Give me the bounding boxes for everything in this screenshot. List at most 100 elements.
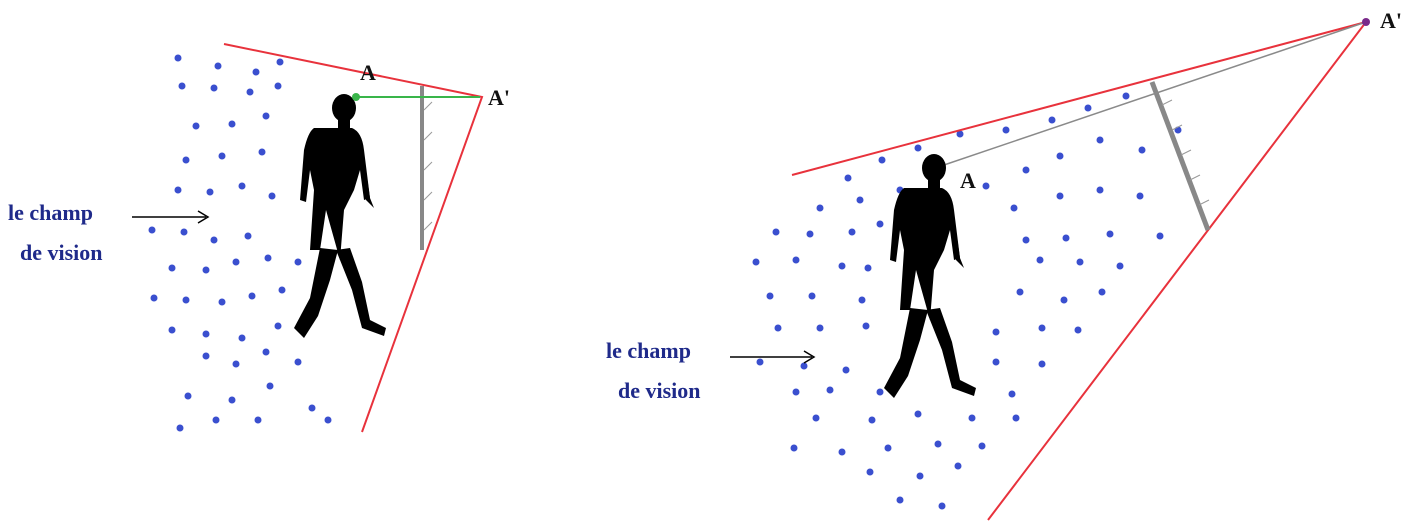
field-dot (176, 424, 184, 432)
field-dot (1002, 126, 1010, 134)
field-dot (1060, 296, 1068, 304)
field-dot (210, 236, 218, 244)
left-field-boundary (223, 43, 484, 433)
field-dot (1012, 414, 1020, 422)
field-dot (914, 410, 922, 418)
field-dot (916, 472, 924, 480)
right-image-point (1362, 18, 1370, 26)
field-dot (1016, 288, 1024, 296)
field-dot (1156, 232, 1164, 240)
field-dot (868, 416, 876, 424)
field-dot (992, 328, 1000, 336)
field-dot (184, 392, 192, 400)
field-dot (772, 228, 780, 236)
field-dot (168, 326, 176, 334)
right-mirror-icon (1149, 81, 1211, 231)
field-dot (178, 82, 186, 90)
right-field-boundary (791, 20, 1369, 521)
field-dot (274, 322, 282, 330)
field-dot (1038, 360, 1046, 368)
field-dot (252, 68, 260, 76)
field-dot (1056, 152, 1064, 160)
field-dot (838, 262, 846, 270)
field-dot (812, 414, 820, 422)
field-dot (806, 230, 814, 238)
field-dot (192, 122, 200, 130)
right-field-label-line2: de vision (618, 378, 701, 403)
left-arrow-right-icon (132, 210, 210, 224)
field-dot (1098, 288, 1106, 296)
field-dot (276, 58, 284, 66)
left-eye-point (352, 93, 360, 101)
field-dot (254, 416, 262, 424)
field-dot (1010, 204, 1018, 212)
field-dot (268, 192, 276, 200)
field-dot (774, 324, 782, 332)
field-dot (202, 330, 210, 338)
field-dot (1076, 258, 1084, 266)
field-dot (844, 174, 852, 182)
field-dot (210, 84, 218, 92)
field-dot (1038, 324, 1046, 332)
field-dot (1008, 390, 1016, 398)
field-dot (1022, 236, 1030, 244)
field-dot (248, 292, 256, 300)
field-dot (1096, 136, 1104, 144)
field-dot (848, 228, 856, 236)
field-dot (214, 62, 222, 70)
field-dot (978, 442, 986, 450)
field-dot (756, 358, 764, 366)
field-dot (816, 324, 824, 332)
field-dot (228, 120, 236, 128)
field-dot (838, 448, 846, 456)
field-dot (1084, 104, 1092, 112)
left-field-label-line2: de vision (20, 240, 103, 265)
field-dot (206, 188, 214, 196)
right-image-label: A' (1380, 8, 1402, 33)
field-dot (856, 196, 864, 204)
field-dot (148, 226, 156, 234)
field-dot (174, 54, 182, 62)
field-dot (826, 386, 834, 394)
field-dot (808, 292, 816, 300)
field-dot (1096, 186, 1104, 194)
field-dot (324, 416, 332, 424)
field-dot (294, 258, 302, 266)
field-dot (792, 388, 800, 396)
left-eye-label: A (360, 60, 376, 85)
right-arrow-right-icon (730, 350, 816, 364)
field-dot (1116, 262, 1124, 270)
right-panel: A A' le champ de vision (606, 8, 1402, 521)
field-dot (968, 414, 976, 422)
right-eye-label: A (960, 168, 976, 193)
field-dot (212, 416, 220, 424)
left-panel: A A' le champ de vision (8, 43, 510, 433)
field-dot (876, 220, 884, 228)
field-dot (876, 388, 884, 396)
field-dot (180, 228, 188, 236)
left-field-label-line1: le champ (8, 200, 93, 225)
field-dot (866, 468, 874, 476)
field-dot (792, 256, 800, 264)
field-dot (238, 182, 246, 190)
field-dot (982, 182, 990, 190)
field-dot (218, 298, 226, 306)
field-dot (956, 130, 964, 138)
field-dot (1022, 166, 1030, 174)
field-dot (150, 294, 158, 302)
field-dot (800, 362, 808, 370)
field-dot (842, 366, 850, 374)
field-dot (294, 358, 302, 366)
left-walking-man-silhouette-icon (294, 94, 386, 338)
field-dot (244, 232, 252, 240)
field-dot (1074, 326, 1082, 334)
left-mirror-icon (420, 86, 433, 250)
field-dot (168, 264, 176, 272)
right-field-dots (752, 92, 1182, 510)
field-dot (1062, 234, 1070, 242)
left-image-label: A' (488, 85, 510, 110)
field-dot (934, 440, 942, 448)
field-dot (878, 156, 886, 164)
field-dot (954, 462, 962, 470)
